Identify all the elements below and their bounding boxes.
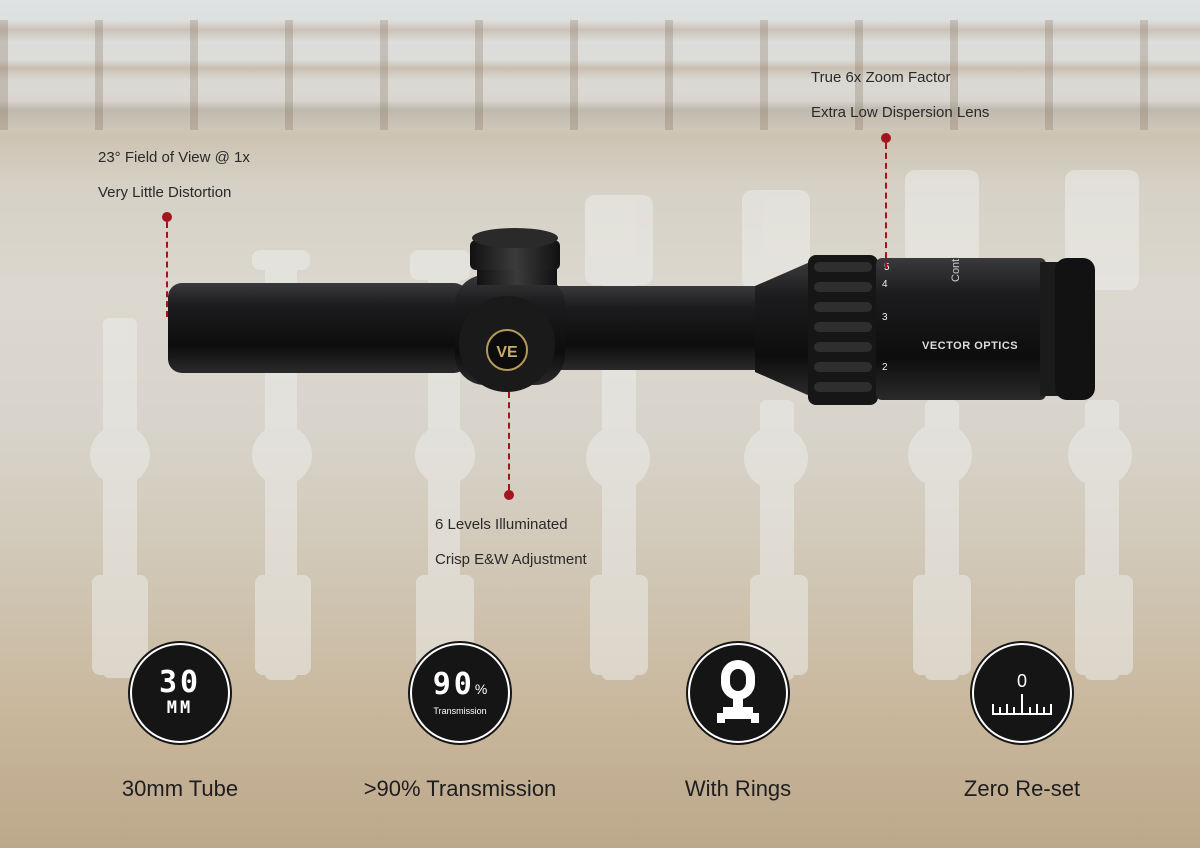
icon-big-text: 90	[432, 667, 475, 702]
annotation-line: Crisp E&W Adjustment	[435, 551, 587, 568]
zoom-mark: 2	[882, 362, 888, 373]
icon-small-text: Transmission	[433, 706, 487, 716]
side-turret: VE	[459, 296, 555, 392]
ghost-scope	[90, 318, 150, 678]
zoom-mark: 3	[882, 312, 888, 323]
callout-line	[885, 143, 887, 268]
annotation-field-of-view: 23° Field of View @ 1x Very Little Disto…	[98, 140, 250, 210]
zoom-mark: 4	[882, 279, 888, 290]
callout-line	[166, 222, 168, 317]
callout-dot	[504, 490, 514, 500]
feature-transmission: 90% Transmission >90% Transmission	[350, 643, 570, 802]
annotation-line: Extra Low Dispersion Lens	[811, 104, 990, 121]
callout-line	[508, 392, 510, 490]
transmission-icon: 90% Transmission	[410, 643, 510, 743]
ghost-scope	[905, 170, 979, 680]
feature-rings: With Rings	[628, 643, 848, 802]
icon-small-text: MM	[166, 698, 194, 718]
scale-icon	[992, 693, 1052, 715]
icon-big-text: 30	[158, 665, 202, 700]
feature-label: With Rings	[684, 776, 792, 801]
zoom-ring-ribs	[814, 262, 872, 392]
scope-model-text: Conti	[950, 256, 962, 282]
icon-percent: %	[474, 681, 488, 697]
zero-mark: 0	[1016, 670, 1027, 691]
rings-icon	[688, 643, 788, 743]
30mm-icon: 30 MM	[130, 643, 230, 743]
feature-zero-reset: 0 Zero Re-set	[912, 643, 1132, 802]
annotation-line: 6 Levels Illuminated	[435, 516, 568, 533]
annotation-line: True 6x Zoom Factor	[811, 69, 951, 86]
annotation-line: 23° Field of View @ 1x	[98, 149, 250, 166]
ghost-scope	[742, 190, 810, 680]
annotation-zoom-factor: True 6x Zoom Factor Extra Low Dispersion…	[811, 60, 989, 130]
callout-dot	[881, 133, 891, 143]
scope-brand-text: VECTOR OPTICS	[922, 340, 1019, 352]
scope-ring-icon	[717, 660, 759, 723]
ghost-scope	[1065, 170, 1139, 680]
svg-text:VE: VE	[496, 344, 518, 361]
feature-label: >90% Transmission	[363, 776, 557, 801]
feature-label: 30mm Tube	[121, 776, 239, 801]
annotation-illumination: 6 Levels Illuminated Crisp E&W Adjustmen…	[435, 507, 587, 577]
zero-reset-icon: 0	[972, 643, 1072, 743]
feature-30mm-tube: 30 MM 30mm Tube	[70, 643, 290, 802]
background-fence	[0, 20, 1200, 130]
annotation-line: Very Little Distortion	[98, 184, 232, 201]
callout-dot	[162, 212, 172, 222]
feature-label: Zero Re-set	[963, 776, 1081, 801]
